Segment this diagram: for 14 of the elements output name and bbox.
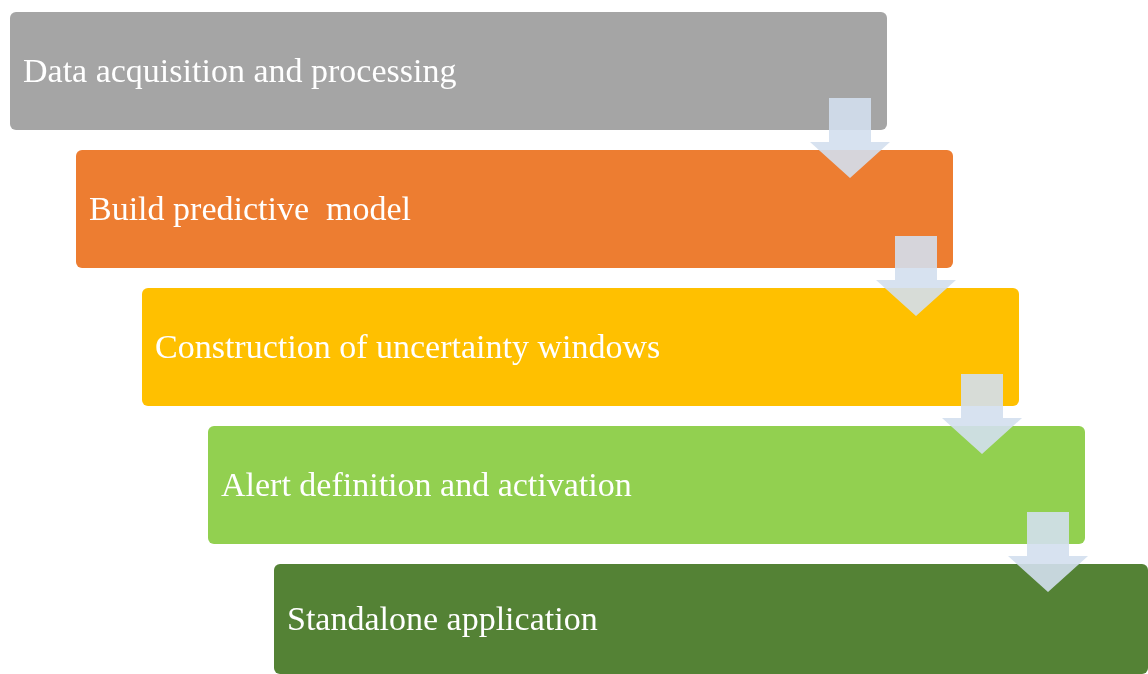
block-arrow	[876, 236, 956, 316]
step-label: Construction of uncertainty windows	[155, 330, 661, 364]
block-arrow	[1008, 512, 1088, 592]
step-box	[274, 564, 1148, 674]
step-box	[10, 12, 887, 130]
step-box	[76, 150, 953, 268]
step-label: Build predictive model	[89, 192, 411, 226]
block-arrow	[942, 374, 1022, 454]
step-label: Data acquisition and processing	[23, 54, 457, 88]
step-label: Standalone application	[287, 602, 598, 636]
block-arrow	[810, 98, 890, 178]
step-label: Alert definition and activation	[221, 468, 632, 502]
step-box	[142, 288, 1019, 406]
step-box	[208, 426, 1085, 544]
